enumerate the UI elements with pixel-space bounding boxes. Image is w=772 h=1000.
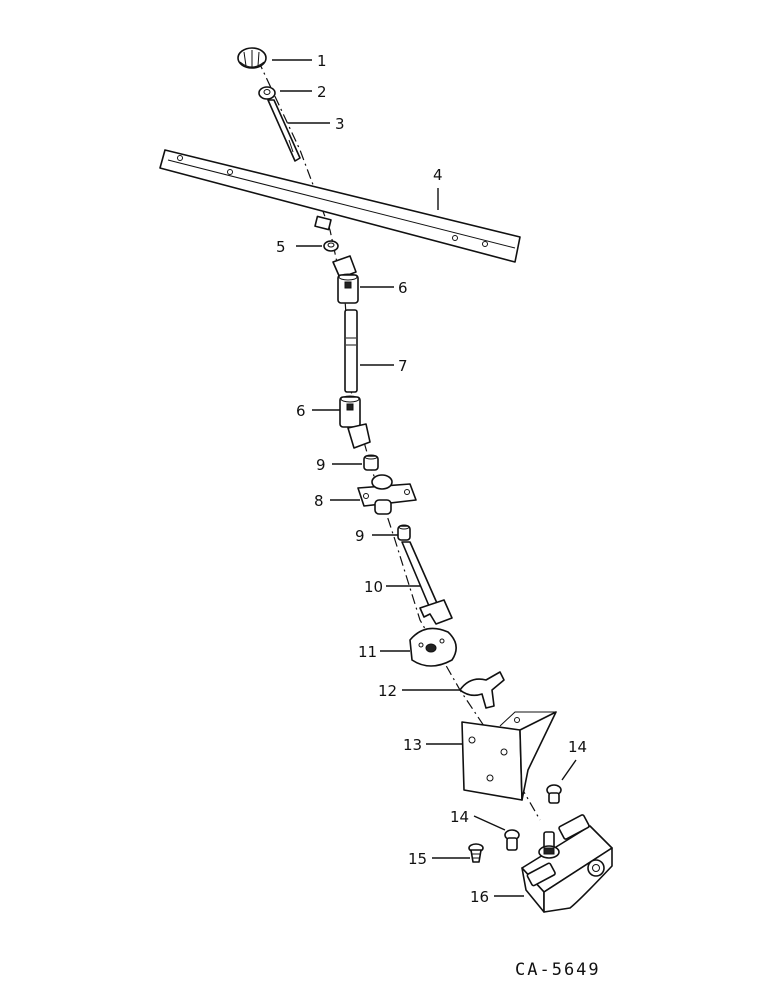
part-13-angle-bracket [461, 711, 557, 801]
part-7-shaft [344, 309, 358, 393]
part-1-knob [237, 47, 267, 69]
part-9-upper-bushing [363, 454, 379, 471]
callout-2: 2 [317, 83, 327, 101]
part-9-lower-bushing [397, 524, 411, 541]
callout-9-lower: 9 [355, 527, 365, 545]
callout-14-left: 14 [450, 808, 469, 826]
callout-5: 5 [276, 238, 286, 256]
part-8-flange-bearing [357, 474, 417, 515]
part-12-lever [459, 671, 505, 709]
callout-6-lower: 6 [296, 402, 306, 420]
callout-7: 7 [398, 357, 408, 375]
callout-4: 4 [433, 166, 443, 184]
callout-10: 10 [364, 578, 383, 596]
callout-9-upper: 9 [316, 456, 326, 474]
part-6-lower-u-joint [339, 395, 371, 449]
part-5-nut [323, 240, 339, 252]
callout-15: 15 [408, 850, 427, 868]
assembly-axis [257, 59, 541, 821]
part-14-right-screw [546, 784, 562, 804]
callout-12: 12 [378, 682, 397, 700]
part-14-left-screw [504, 829, 520, 851]
callout-8: 8 [314, 492, 324, 510]
callout-13: 13 [403, 736, 422, 754]
part-3-rod [267, 99, 301, 162]
part-4-plate [159, 149, 521, 263]
callout-1: 1 [317, 52, 327, 70]
callout-6-upper: 6 [398, 279, 408, 297]
callout-labels: 1 2 3 4 5 6 7 6 9 8 9 10 11 12 13 14 14 … [276, 52, 587, 906]
callout-16: 16 [470, 888, 489, 906]
part-11-cam-plate [409, 627, 457, 667]
part-10-shaft-clevis [401, 541, 453, 625]
callout-3: 3 [335, 115, 345, 133]
figure-code: CA-5649 [515, 960, 601, 980]
part-16-switch-housing [521, 814, 613, 913]
part-2-nut [258, 86, 276, 100]
leader-lines [272, 59, 577, 897]
part-15-screw [468, 843, 484, 863]
callout-14-right: 14 [568, 738, 587, 756]
part-6-upper-u-joint [332, 255, 359, 304]
callout-11: 11 [358, 643, 377, 661]
